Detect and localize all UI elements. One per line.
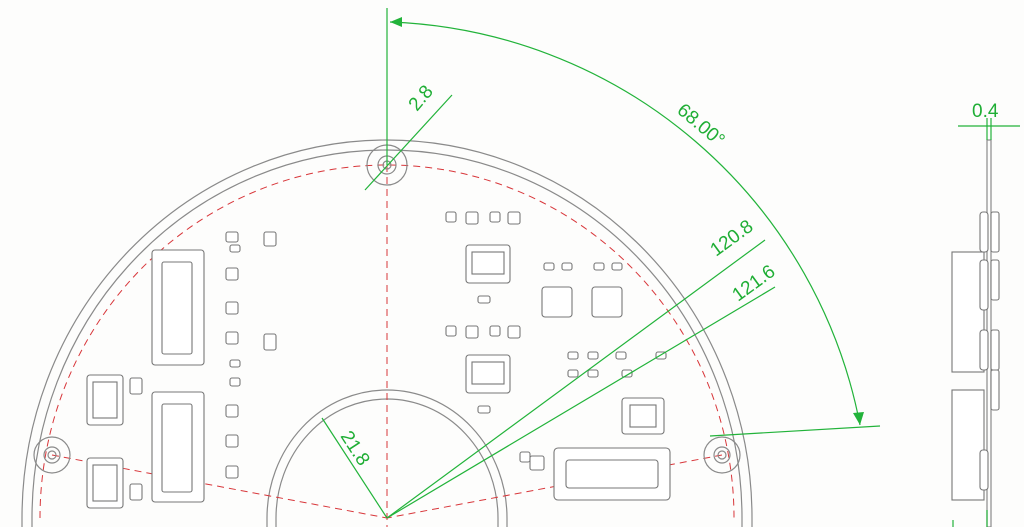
hole-diameter-label: 2.8 (405, 81, 438, 115)
side-view (951, 139, 1000, 527)
mounting-hole-left (33, 436, 71, 474)
mounting-hole-right (703, 436, 741, 474)
thickness-label: 0.4 (972, 101, 999, 122)
angle-label: 68.00° (673, 100, 729, 152)
components (86, 211, 671, 509)
dimensions (321, 8, 1020, 527)
radius-inner-label: 120.8 (707, 216, 758, 261)
mounting-holes (33, 144, 741, 474)
